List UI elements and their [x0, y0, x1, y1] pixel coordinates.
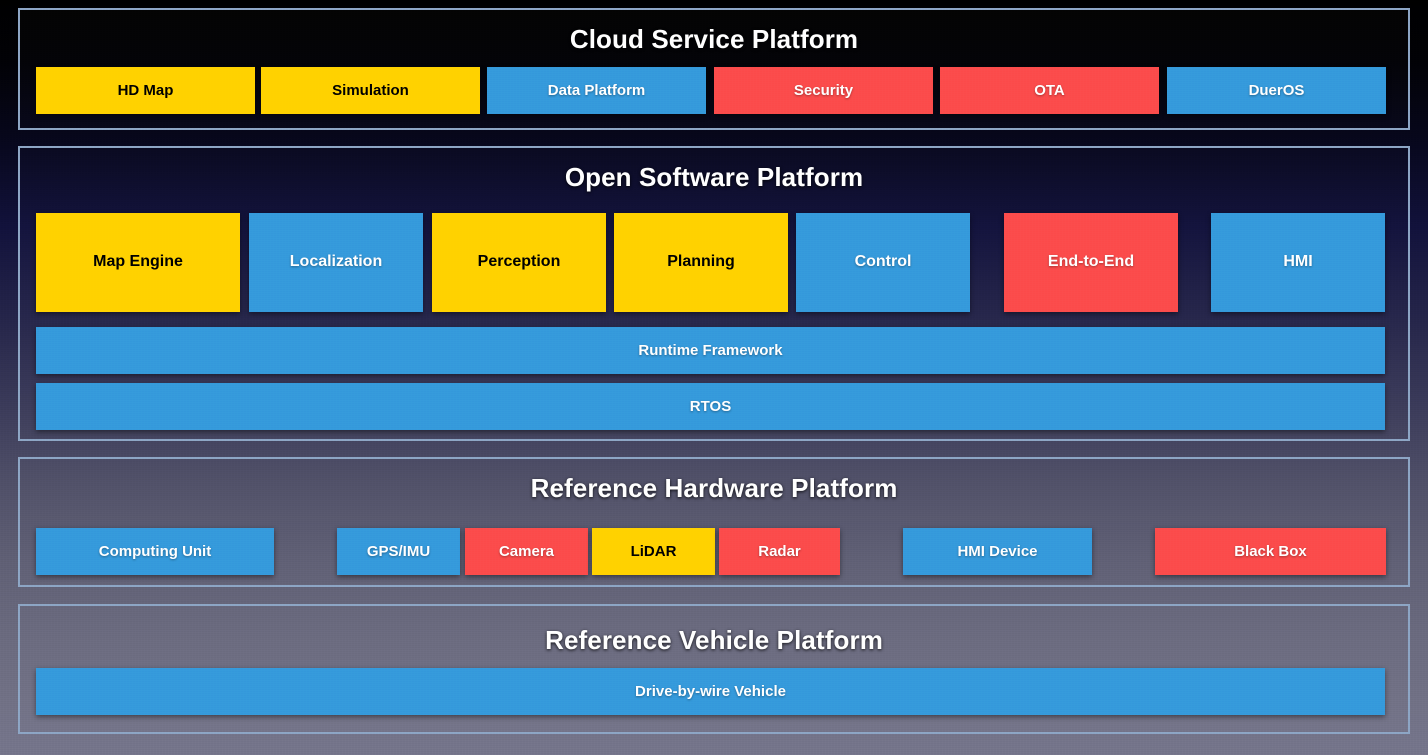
node-dueros[interactable]: DuerOS: [1167, 67, 1386, 114]
node-runtime-framework[interactable]: Runtime Framework: [36, 327, 1385, 374]
node-localization[interactable]: Localization: [249, 213, 423, 312]
node-computing-unit[interactable]: Computing Unit: [36, 528, 274, 575]
layer-open-software-platform: Open Software Platform: [18, 146, 1410, 441]
layer-reference-hardware-platform: Reference Hardware Platform: [18, 457, 1410, 587]
node-ota[interactable]: OTA: [940, 67, 1159, 114]
node-data-platform[interactable]: Data Platform: [487, 67, 706, 114]
node-rtos[interactable]: RTOS: [36, 383, 1385, 430]
node-gps-imu[interactable]: GPS/IMU: [337, 528, 460, 575]
node-camera[interactable]: Camera: [465, 528, 588, 575]
node-black-box[interactable]: Black Box: [1155, 528, 1386, 575]
layer-title-reference-vehicle-platform: Reference Vehicle Platform: [545, 625, 883, 655]
node-planning[interactable]: Planning: [614, 213, 788, 312]
node-security[interactable]: Security: [714, 67, 933, 114]
node-control[interactable]: Control: [796, 213, 970, 312]
layer-cloud-service-platform: Cloud Service Platform: [18, 8, 1410, 130]
layer-title-open-software-platform: Open Software Platform: [564, 162, 864, 192]
layer-title-cloud-service-platform: Cloud Service Platform: [569, 24, 859, 54]
node-hd-map[interactable]: HD Map: [36, 67, 255, 114]
layer-reference-vehicle-platform: Reference Vehicle Platform: [18, 604, 1410, 734]
node-drive-by-wire-vehicle[interactable]: Drive-by-wire Vehicle: [36, 668, 1385, 715]
node-simulation[interactable]: Simulation: [261, 67, 480, 114]
node-perception[interactable]: Perception: [432, 213, 606, 312]
node-radar[interactable]: Radar: [719, 528, 840, 575]
node-hmi-device[interactable]: HMI Device: [903, 528, 1092, 575]
layer-title-reference-hardware-platform: Reference Hardware Platform: [530, 473, 898, 503]
node-lidar[interactable]: LiDAR: [592, 528, 715, 575]
node-end-to-end[interactable]: End-to-End: [1004, 213, 1178, 312]
node-hmi[interactable]: HMI: [1211, 213, 1385, 312]
node-map-engine[interactable]: Map Engine: [36, 213, 240, 312]
